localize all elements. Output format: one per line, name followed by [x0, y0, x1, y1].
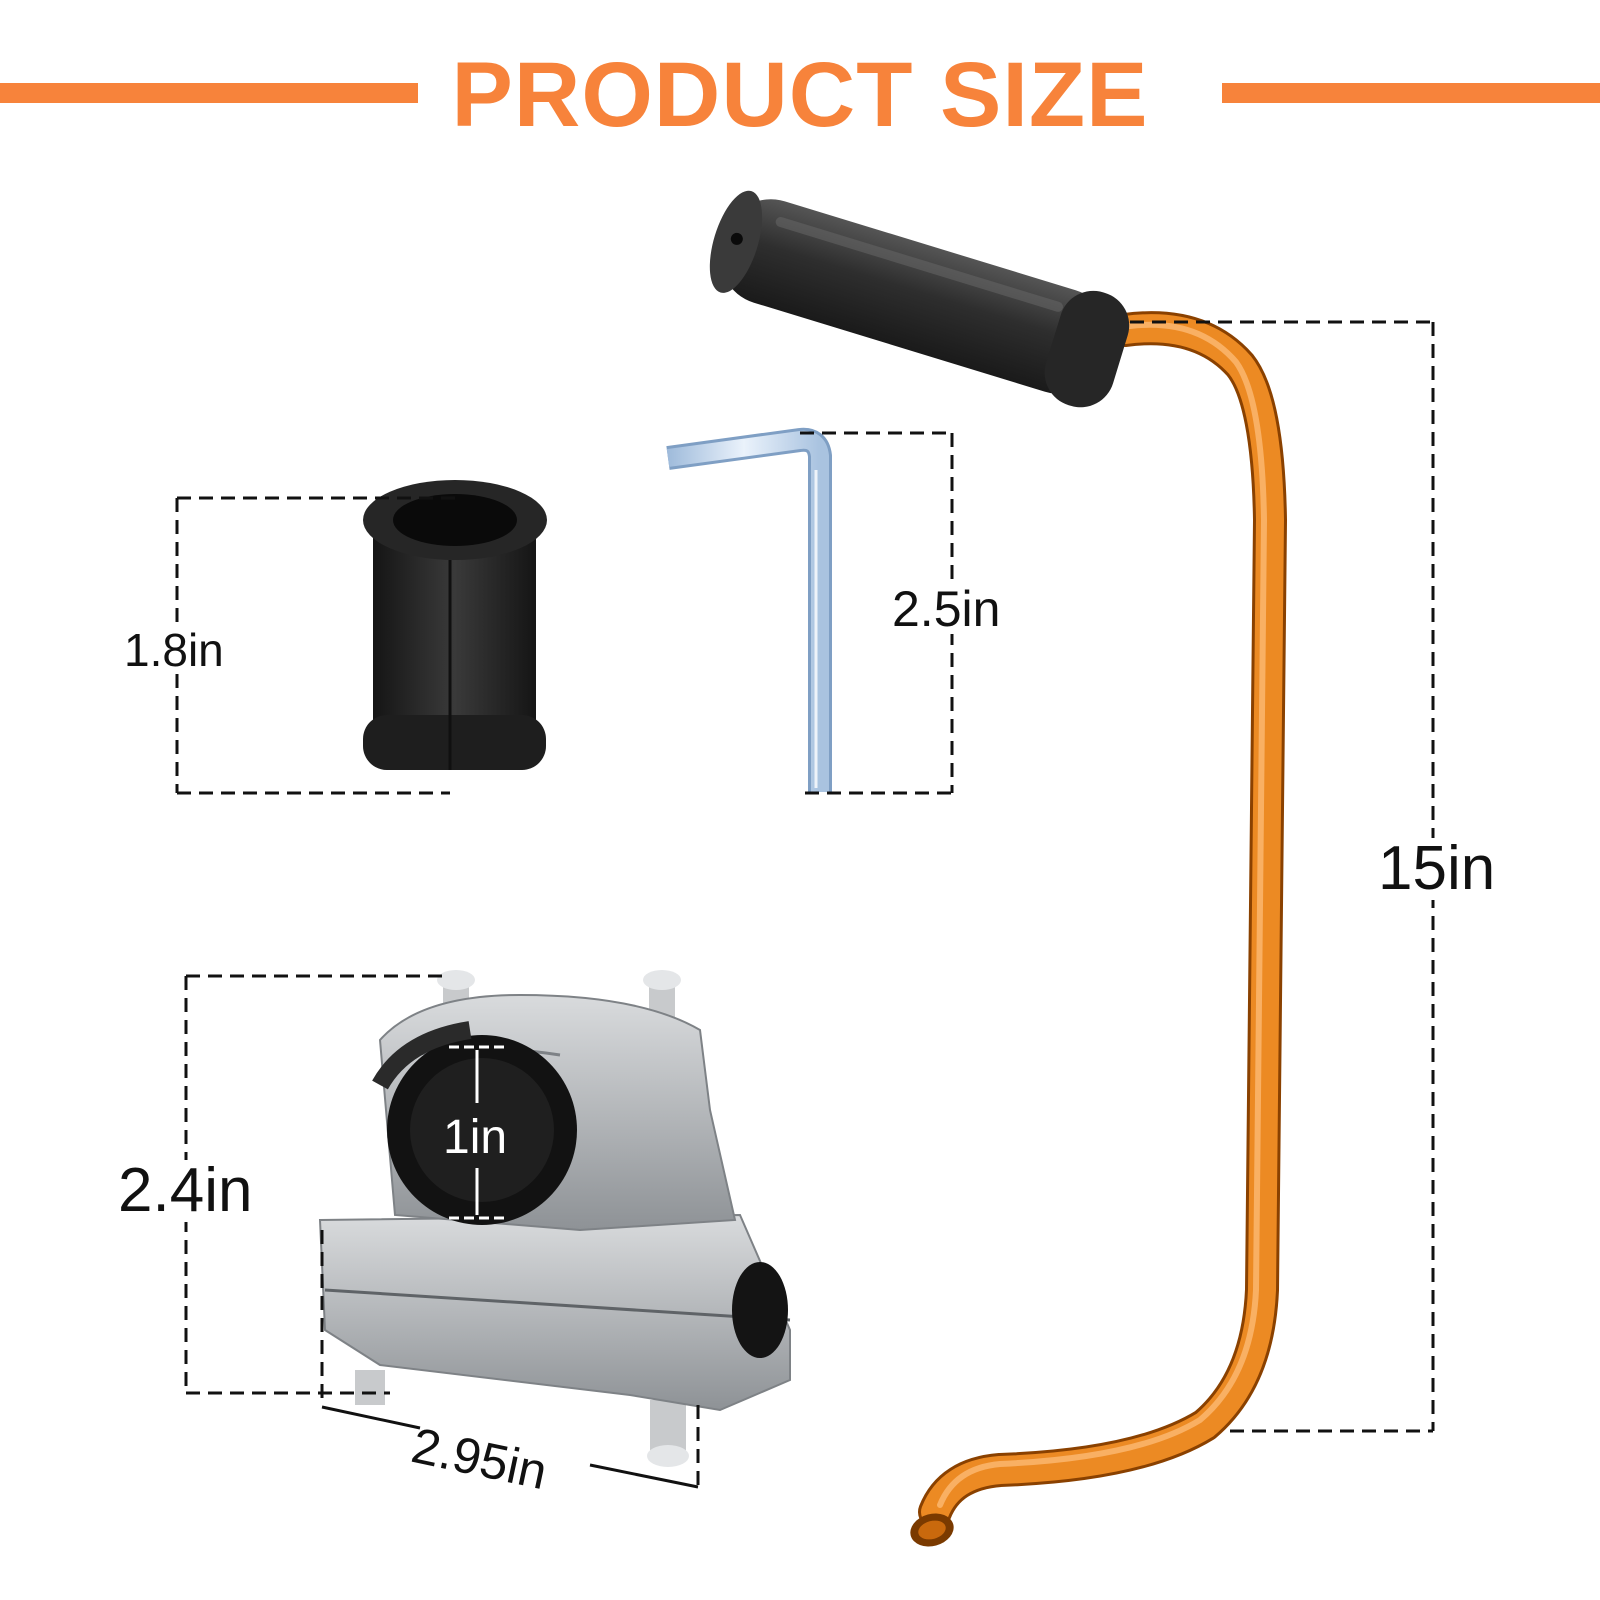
handle-bar: [709, 190, 1288, 1547]
clamp-width-line: [321, 1405, 699, 1489]
sleeve-dimension-lines: [175, 496, 460, 795]
hex-key: [666, 427, 832, 792]
handle-clamp: [318, 970, 791, 1467]
page-title: PRODUCT SIZE: [451, 44, 1149, 146]
clamp-bore-label: 1in: [443, 1111, 508, 1164]
title-bar-right: [1222, 83, 1600, 103]
clamp-bore-dimension-lines: [449, 1045, 509, 1220]
hex-key-length-label: 2.5in: [892, 581, 1001, 637]
sleeve-height-label: 1.8in: [124, 624, 224, 676]
title-bar-left: [0, 83, 418, 103]
rubber-sleeve: [363, 480, 547, 770]
handle-height-label: 15in: [1378, 834, 1496, 903]
clamp-height-label: 2.4in: [118, 1156, 253, 1225]
